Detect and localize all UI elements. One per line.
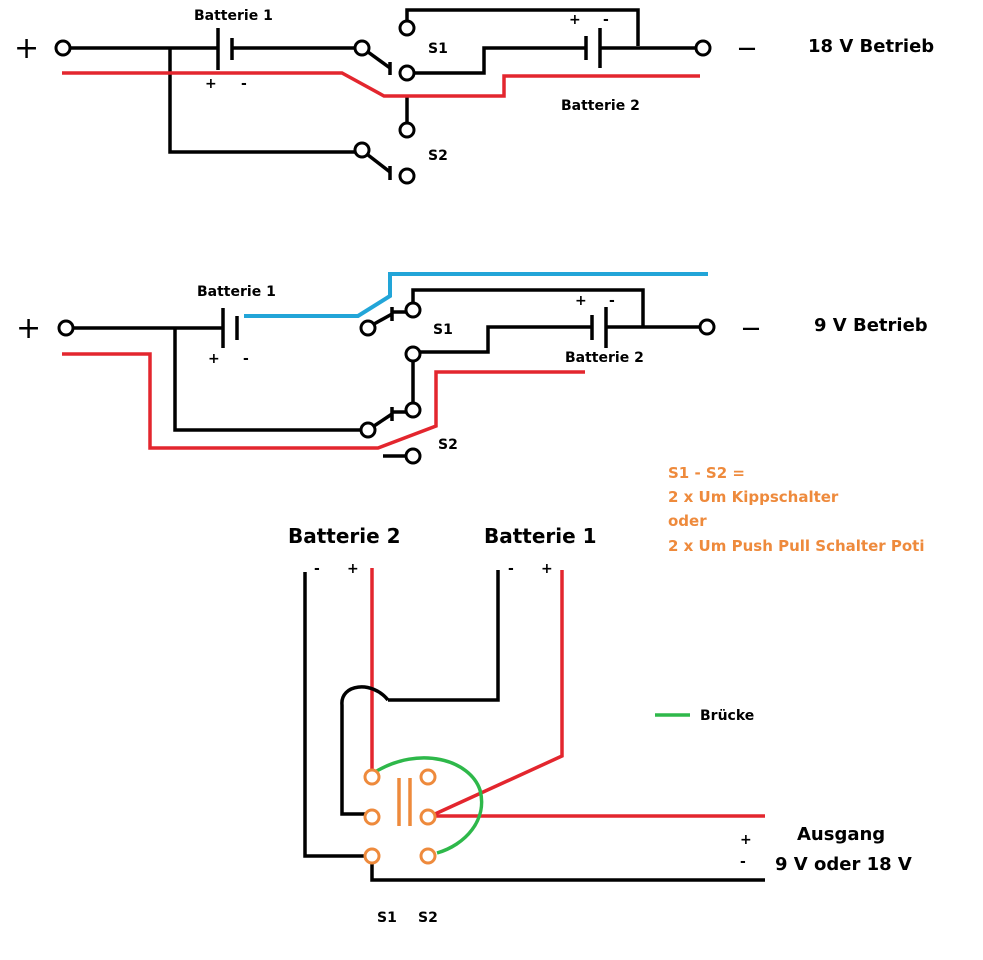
wire (411, 288, 420, 303)
battery1-minus: - (243, 351, 249, 367)
output-voltage: 9 V oder 18 V (775, 854, 912, 875)
circuit-9v: + — 9 V Betrieb Ba (16, 272, 928, 465)
negative-sign: — (738, 38, 756, 59)
output-minus: - (740, 854, 746, 870)
note-line-2: 2 x Um Kippschalter (668, 488, 839, 506)
battery2-minus: - (314, 561, 320, 577)
s1-upper-terminal (404, 301, 422, 319)
wire (173, 328, 361, 432)
s1-lever (373, 312, 393, 326)
circuit-18v: + — 18 V Betrieb Batterie 1 + (14, 8, 934, 185)
switch-wiring: Batterie 2 - + Batterie 1 - + S1 S2 (288, 524, 912, 926)
wire-battery1-minus (388, 570, 500, 702)
s2-label: S2 (428, 148, 448, 164)
note-line-3: oder (668, 512, 707, 530)
bridge-wire (374, 756, 484, 855)
s2-common-terminal (359, 421, 377, 439)
wire (414, 46, 586, 75)
s1-upper-terminal (398, 19, 416, 37)
s2-common-terminal (353, 141, 371, 159)
s1-label: S1 (377, 910, 397, 926)
s2-upper-terminal (404, 401, 422, 419)
battery1-plus: + (205, 76, 217, 92)
battery1-plus: + (541, 561, 553, 577)
legend-bridge-label: Brücke (700, 708, 754, 724)
s2-middle-terminal (419, 808, 437, 826)
s2-lever (373, 412, 393, 428)
battery1-minus: - (241, 76, 247, 92)
battery1-minus: - (508, 561, 514, 577)
mode-label: 9 V Betrieb (814, 315, 928, 336)
wire (168, 48, 355, 154)
output-terminal (698, 318, 716, 336)
input-terminal (54, 39, 72, 57)
s2-lever (366, 153, 392, 174)
wire-battery1-plus (434, 570, 564, 816)
output-label: Ausgang (797, 824, 885, 845)
battery2-label: Batterie 2 (565, 350, 644, 366)
s2-label: S2 (418, 910, 438, 926)
positive-sign: + (14, 31, 39, 66)
s1-common-terminal (353, 39, 371, 57)
s2-label: S2 (438, 437, 458, 453)
battery2-minus: - (609, 293, 615, 309)
positive-sign: + (16, 311, 41, 346)
s1-bottom-terminal (363, 847, 381, 865)
battery2-label: Batterie 2 (561, 98, 640, 114)
s1-lower-terminal (404, 345, 422, 363)
s1-common-terminal (359, 319, 377, 337)
s2-upper-terminal (398, 121, 416, 139)
s1-top-terminal (363, 768, 381, 786)
note-line-1: S1 - S2 = (668, 464, 745, 482)
note-line-4: 2 x Um Push Pull Schalter Poti (668, 537, 924, 555)
battery2-plus: + (569, 12, 581, 28)
s1-label: S1 (433, 322, 453, 338)
wire (420, 288, 645, 326)
mode-label: 18 V Betrieb (808, 36, 934, 57)
output-terminal (694, 39, 712, 57)
current-path-red (62, 71, 700, 98)
s2-top-terminal (419, 768, 437, 786)
s2-lower-terminal (398, 167, 416, 185)
switch-note: S1 - S2 = 2 x Um Kippschalter oder 2 x U… (668, 464, 924, 555)
current-path-blue (244, 272, 708, 318)
s1-lever (366, 50, 392, 70)
wire-battery1-minus-arc (340, 685, 390, 816)
battery2-minus: - (603, 12, 609, 28)
input-terminal (57, 319, 75, 337)
battery2-label: Batterie 2 (288, 524, 401, 548)
battery1-label: Batterie 1 (484, 524, 597, 548)
battery1-label: Batterie 1 (194, 8, 273, 24)
battery1-plus: + (208, 351, 220, 367)
negative-sign: — (742, 318, 760, 339)
s2-lower-terminal (404, 447, 422, 465)
wire (420, 325, 592, 354)
s1-lower-terminal (398, 64, 416, 82)
battery1-label: Batterie 1 (197, 284, 276, 300)
battery2-plus: + (347, 561, 359, 577)
current-path-red (62, 352, 585, 450)
wire-output-minus (370, 863, 765, 882)
s2-bottom-terminal (419, 847, 437, 865)
s1-label: S1 (428, 41, 448, 57)
s1-middle-terminal (363, 808, 381, 826)
output-plus: + (740, 832, 752, 848)
wire-battery2-minus (303, 572, 366, 858)
battery2-plus: + (575, 293, 587, 309)
wire (405, 8, 640, 46)
